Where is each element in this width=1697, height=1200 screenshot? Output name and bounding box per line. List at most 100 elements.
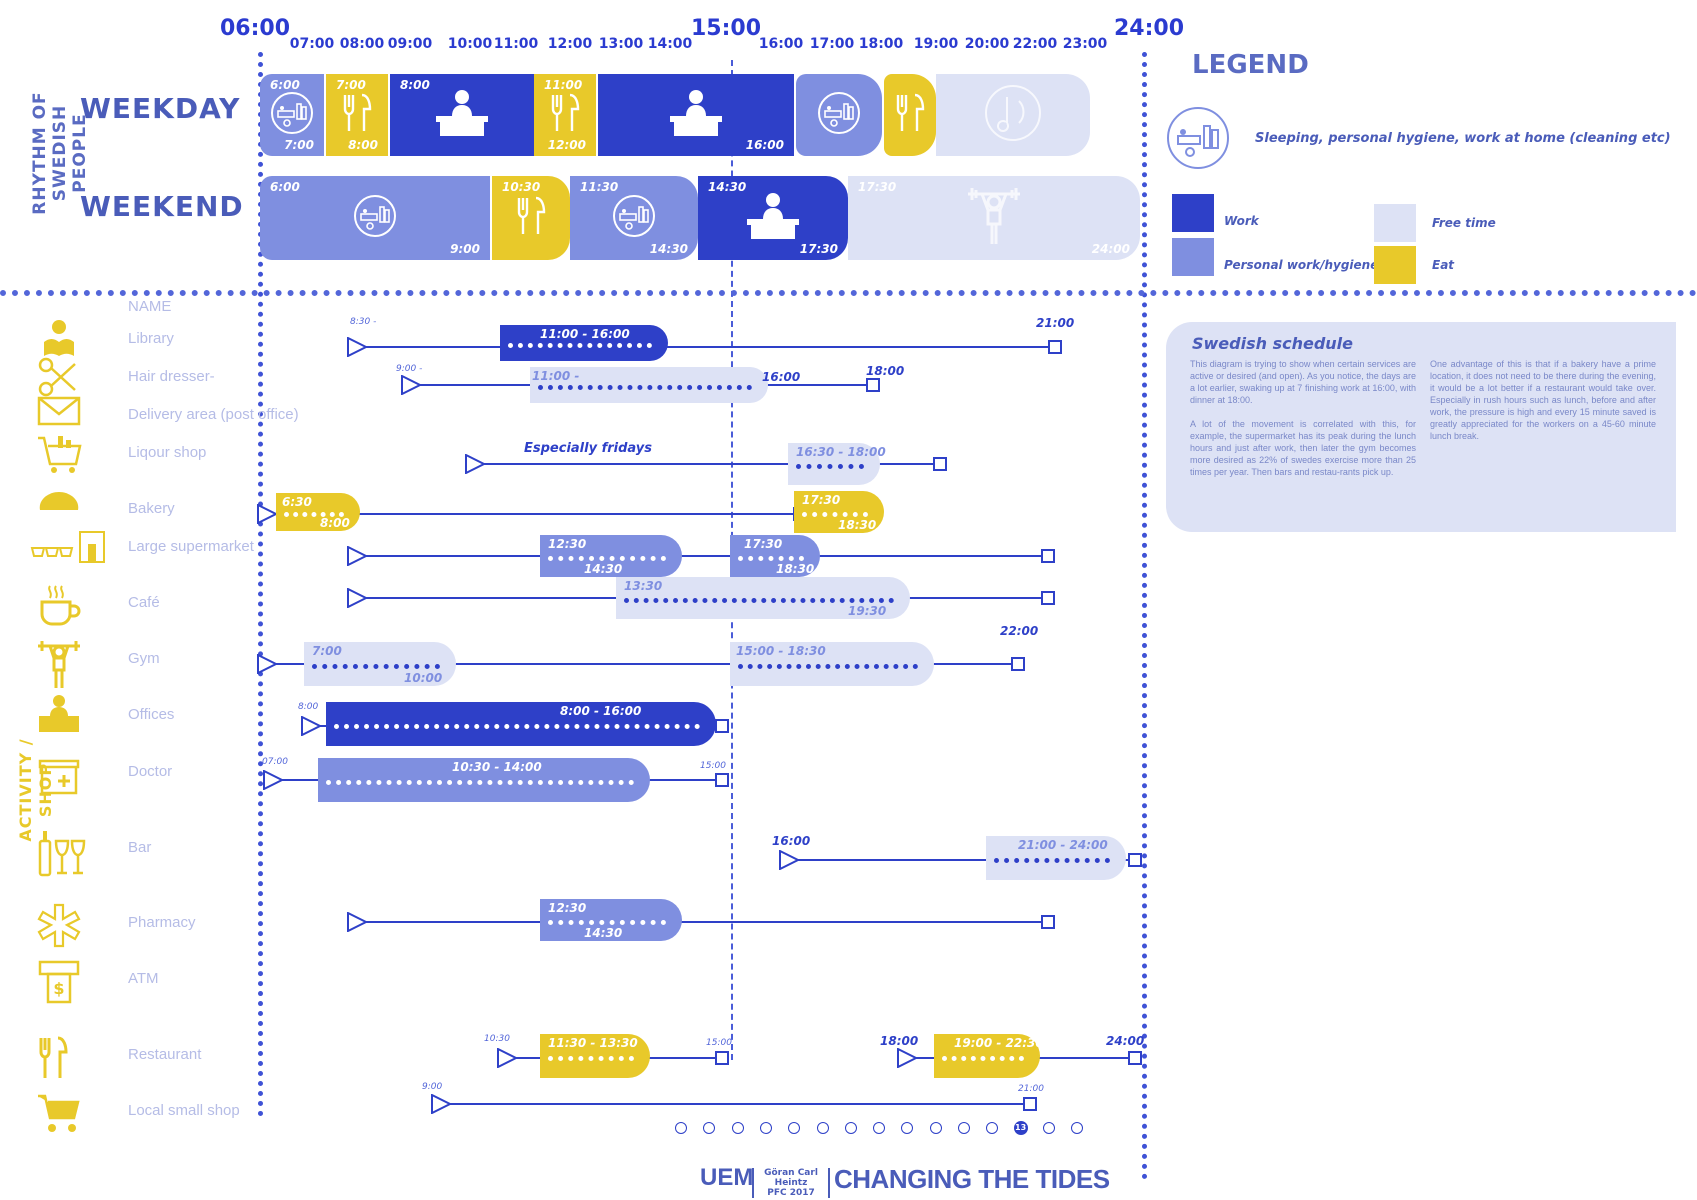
block-end-time: 12:00 xyxy=(547,138,586,152)
time-label: 16:00 xyxy=(762,370,801,384)
legend-swatch xyxy=(1374,246,1416,284)
time-label: 10:30 xyxy=(484,1034,510,1044)
page-indicator-dot xyxy=(731,1122,744,1134)
peak-time-label: 19:30 xyxy=(848,604,887,618)
block-end-time: 7:00 xyxy=(284,138,314,152)
closing-marker xyxy=(715,773,729,787)
peak-time-label: 10:30 - 14:00 xyxy=(452,760,542,774)
time-label: 21:00 xyxy=(1018,1084,1044,1094)
peak-bar: 19:00 - 22:30 xyxy=(934,1034,1044,1078)
legend-label: Free time xyxy=(1432,216,1496,230)
block-start-time: 17:30 xyxy=(858,180,897,194)
music-icon xyxy=(983,83,1043,147)
hour-label: 14:00 xyxy=(647,36,693,52)
swedish-schedule-note: Swedish schedule This diagram is trying … xyxy=(1166,322,1676,532)
page-indicator-dot xyxy=(929,1122,942,1134)
peak-dash xyxy=(548,556,666,561)
page-indicator-dot xyxy=(1042,1122,1055,1134)
peak-dash xyxy=(548,920,666,925)
end-guide-line xyxy=(1142,52,1147,1180)
peak-time-label: 8:00 - 16:00 xyxy=(560,704,642,718)
page-indicator-dot xyxy=(816,1122,829,1134)
major-hour-label: 24:00 xyxy=(1113,16,1185,41)
peak-bar: 16:30 - 18:00 xyxy=(788,443,886,485)
block-start-time: 6:00 xyxy=(270,180,300,194)
time-label: 8:00 xyxy=(298,702,319,712)
name-column-header: NAME xyxy=(128,298,172,315)
closing-marker xyxy=(1011,657,1025,671)
block-start-time: 8:00 xyxy=(400,78,430,92)
desk-worker-icon xyxy=(432,88,492,142)
footer-author-block: Göran Carl Heintz PFC 2017 xyxy=(752,1168,830,1198)
peak-time-label: 18:30 xyxy=(776,562,815,576)
hour-label: 18:00 xyxy=(858,36,904,52)
shopping-cart-icon xyxy=(36,1090,84,1132)
peak-time-label: 13:30 xyxy=(624,579,663,593)
hour-label: 20:00 xyxy=(964,36,1010,52)
peak-time-label: 12:30 xyxy=(548,537,587,551)
open-hours-line xyxy=(350,346,1055,348)
hour-label: 22:00 xyxy=(1012,36,1058,52)
legend-sleep-icon xyxy=(1166,106,1230,174)
page-indicator-dot xyxy=(759,1122,772,1134)
weekend-block-eat: 10:30 xyxy=(492,176,570,260)
closing-marker xyxy=(1128,853,1142,867)
activity-name: Restaurant xyxy=(128,1046,202,1063)
peak-dash xyxy=(942,1056,1024,1061)
supermarket-icon xyxy=(30,526,110,568)
time-label: 21:00 xyxy=(1036,316,1075,330)
closing-marker xyxy=(1048,340,1062,354)
open-hours-line xyxy=(260,513,800,515)
open-hours-line xyxy=(434,1103,1030,1105)
page-indicator-active: 13 xyxy=(1013,1121,1028,1135)
activity-name: ATM xyxy=(128,970,159,987)
medical-star-icon xyxy=(36,902,84,948)
cutlery-icon xyxy=(548,91,582,139)
peak-dash xyxy=(624,598,894,603)
hour-label: 19:00 xyxy=(913,36,959,52)
start-guide-line xyxy=(258,52,263,1117)
hour-label: 09:00 xyxy=(387,36,433,52)
open-hours-line xyxy=(260,663,1018,665)
open-hours-line xyxy=(782,859,1135,861)
open-hours-line xyxy=(350,555,1048,557)
block-end-time: 17:30 xyxy=(799,242,838,256)
peak-dash xyxy=(796,464,864,469)
peak-time-label: 18:30 xyxy=(838,518,877,532)
closing-marker xyxy=(933,457,947,471)
legend-swatch xyxy=(1172,194,1214,232)
footer-author: Göran Carl Heintz xyxy=(764,1168,818,1188)
weekday-block-work: 8:00 xyxy=(390,74,534,156)
peak-dash xyxy=(334,724,700,729)
hour-label: 17:00 xyxy=(809,36,855,52)
peak-bar: 21:00 - 24:00 xyxy=(986,836,1126,880)
activity-name: Bakery xyxy=(128,500,175,517)
time-label: 9:00 xyxy=(422,1082,443,1092)
note-title: Swedish schedule xyxy=(1192,334,1354,353)
peak-dash xyxy=(326,780,634,785)
weightlifter-icon xyxy=(36,638,84,688)
peak-time-label: 11:30 - 13:30 xyxy=(548,1036,638,1050)
activity-name: Local small shop xyxy=(128,1102,240,1119)
hour-label: 08:00 xyxy=(339,36,385,52)
peak-bar: 11:00 - 16:00 xyxy=(500,325,668,361)
peak-dash xyxy=(508,343,652,348)
page-indicator-dot xyxy=(958,1122,970,1134)
page-indicator-dot xyxy=(986,1122,999,1134)
activity-name: Library xyxy=(128,330,174,347)
page-indicator-dot xyxy=(703,1122,716,1134)
sleep-hygiene-icon xyxy=(612,194,656,242)
cutlery-icon xyxy=(514,194,548,242)
peak-time-label: 19:00 - 22:30 xyxy=(954,1036,1044,1050)
page-indicator-dot xyxy=(1071,1122,1084,1134)
weekday-block-free xyxy=(936,74,1090,156)
weekday-block-work: 16:00 xyxy=(598,74,794,156)
cutlery-icon xyxy=(36,1034,84,1078)
activity-name: Café xyxy=(128,594,160,611)
